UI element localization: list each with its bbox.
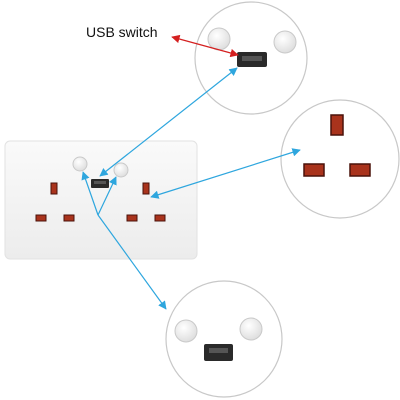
left-socket-earth-slot xyxy=(50,182,58,195)
usb-switch-label: USB switch xyxy=(86,24,158,40)
left-socket-neutral-slot xyxy=(63,214,75,222)
right-socket-live-slot xyxy=(126,214,138,222)
usb-port[interactable] xyxy=(204,344,233,361)
right-socket-earth-slot xyxy=(142,182,150,195)
arrow-plate-to-usb-switch-zoom xyxy=(99,67,238,177)
usb-port[interactable] xyxy=(91,179,109,188)
arrow-plate-to-usb-zoom-right xyxy=(97,176,117,216)
arrow-plate-to-usb-zoom-main xyxy=(97,214,167,310)
left-socket-live-slot xyxy=(35,214,47,222)
neutral-slot xyxy=(349,163,371,177)
faceplate xyxy=(4,140,198,260)
left-switch-button[interactable] xyxy=(207,27,231,51)
left-switch-button[interactable] xyxy=(174,319,198,343)
left-switch-button[interactable] xyxy=(72,156,88,172)
right-socket-neutral-slot xyxy=(154,214,166,222)
right-switch-button[interactable] xyxy=(239,317,263,341)
usb-port-zoom xyxy=(165,280,283,398)
socket-pins-zoom xyxy=(280,99,400,219)
usb-switch-zoom xyxy=(194,1,308,115)
wall-plate xyxy=(4,140,198,260)
usb-port[interactable] xyxy=(237,52,267,67)
right-switch-button[interactable] xyxy=(113,162,129,178)
usb-switch-callout-arrow xyxy=(171,34,239,58)
arrow-plate-to-usb-zoom xyxy=(81,171,99,216)
earth-slot xyxy=(330,114,344,136)
arrow-plate-to-socket-zoom xyxy=(150,148,301,199)
right-switch-button[interactable] xyxy=(273,30,297,54)
live-slot xyxy=(303,163,325,177)
